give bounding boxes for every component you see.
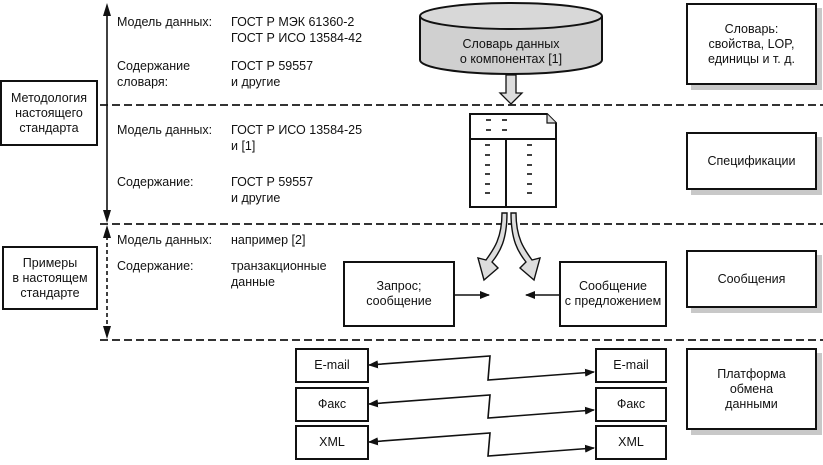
- methodology-label-box: Методология настоящего стандарта: [0, 80, 98, 146]
- messages-box: Сообщения: [686, 250, 817, 308]
- request-box: Запрос; сообщение: [343, 261, 455, 327]
- layer3-content-value-2: данные: [231, 275, 275, 289]
- offer-label: Сообщение с предложением: [564, 279, 662, 308]
- channel-box-right-xml: XML: [595, 425, 667, 460]
- layer3-content-value-1: транзакционные: [231, 259, 327, 273]
- axis-arrow-down: [103, 210, 111, 223]
- layer1-content-value-1: ГОСТ Р 59557: [231, 59, 314, 73]
- exchange-line-fax: [368, 394, 595, 419]
- layer2-model-value-2: и [1]: [231, 139, 256, 153]
- layer3-model-label: Модель данных:: [117, 233, 213, 247]
- layer2-content-value-2: и другие: [231, 191, 281, 205]
- channel-box-left-fax: Факс: [295, 387, 369, 422]
- offer-box: Сообщение с предложением: [559, 261, 667, 327]
- specification-document-icon: [469, 113, 557, 208]
- specifications-box: Спецификации: [686, 132, 817, 190]
- examples-arrow-up: [103, 225, 111, 238]
- split-arrow-right-icon: [510, 212, 541, 282]
- database-cylinder-icon: [419, 2, 603, 75]
- channel-label: Факс: [317, 397, 347, 411]
- channel-label: XML: [618, 435, 644, 449]
- request-label: Запрос; сообщение: [366, 279, 432, 308]
- exchange-line-xml: [368, 432, 595, 457]
- layer1-content-label-1: Содержание: [117, 59, 191, 73]
- channel-label: E-mail: [314, 358, 350, 372]
- methodology-label: Методология настоящего стандарта: [10, 90, 88, 135]
- layer2-model-value-1: ГОСТ Р ИСО 13584-25: [231, 123, 363, 137]
- channel-box-right-email: E-mail: [595, 348, 667, 383]
- axis-arrow-up: [103, 3, 111, 16]
- exchange-platform-label: Платформа обмена данными: [717, 366, 786, 411]
- channel-label: E-mail: [613, 358, 649, 372]
- channel-box-left-email: E-mail: [295, 348, 369, 383]
- messages-label: Сообщения: [717, 271, 786, 286]
- specifications-label: Спецификации: [707, 153, 796, 168]
- layer2-model-label: Модель данных:: [117, 123, 213, 137]
- layer1-model-value-1: ГОСТ Р МЭК 61360-2: [231, 15, 355, 29]
- channel-label: XML: [319, 435, 345, 449]
- data-dictionary-label: Словарь данных о компонентах [1]: [459, 37, 563, 66]
- channel-box-right-fax: Факс: [595, 387, 667, 422]
- layer1-model-label: Модель данных:: [117, 15, 213, 29]
- examples-label: Примеры в настоящем стандарте: [12, 255, 88, 300]
- layer3-content-label: Содержание:: [117, 259, 194, 273]
- layer1-content-value-2: и другие: [231, 75, 281, 89]
- layer3-model-value: например [2]: [231, 233, 306, 247]
- examples-arrow-down: [103, 326, 111, 339]
- exchange-lines: [368, 355, 595, 457]
- channel-label: Факс: [616, 397, 646, 411]
- channel-box-left-xml: XML: [295, 425, 369, 460]
- layer2-content-value-1: ГОСТ Р 59557: [231, 175, 314, 189]
- exchange-platform-box: Платформа обмена данными: [686, 348, 817, 430]
- down-arrow-icon: [498, 74, 524, 105]
- exchange-line-email: [368, 355, 595, 381]
- layer1-content-label-2: словаря:: [117, 75, 169, 89]
- layer2-content-label: Содержание:: [117, 175, 194, 189]
- dictionary-label: Словарь: свойства, LOP, единицы и т. д.: [708, 21, 795, 66]
- layer1-model-value-2: ГОСТ Р ИСО 13584-42: [231, 31, 363, 45]
- examples-label-box: Примеры в настоящем стандарте: [2, 246, 98, 310]
- dictionary-box: Словарь: свойства, LOP, единицы и т. д.: [686, 3, 817, 85]
- split-arrow-left-icon: [477, 212, 508, 282]
